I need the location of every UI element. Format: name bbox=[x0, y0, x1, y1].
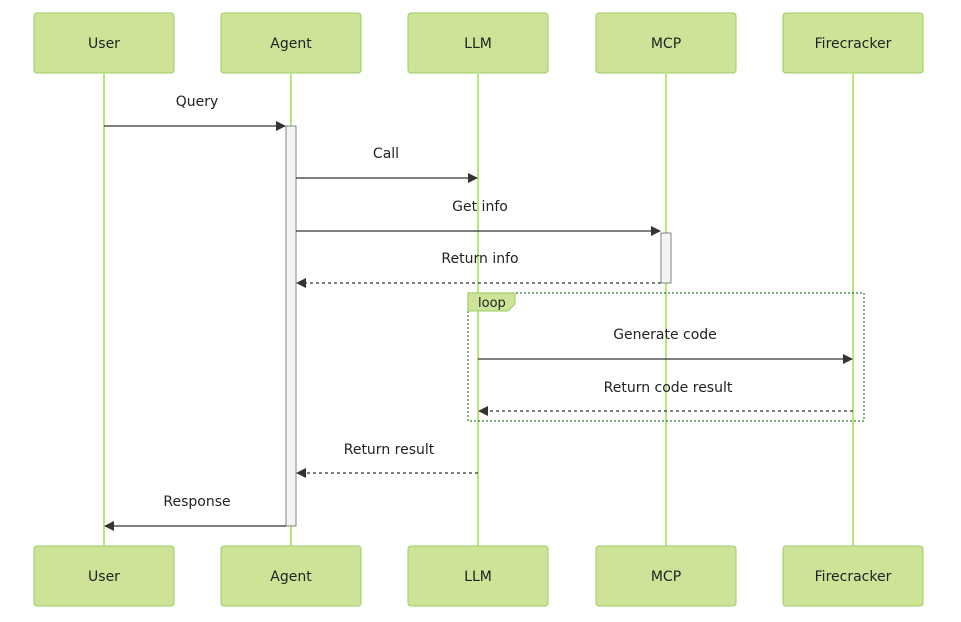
loop-frame: loop bbox=[467, 292, 865, 422]
message-return-result-label: Return result bbox=[344, 442, 435, 458]
actor-llm-top-label: LLM bbox=[464, 36, 492, 52]
message-return-result: Return result bbox=[296, 442, 478, 478]
actor-llm-bottom-label: LLM bbox=[464, 569, 492, 585]
actor-mcp-top-label: MCP bbox=[651, 36, 681, 52]
actors-bottom: User Agent LLM MCP Firecracker bbox=[33, 545, 924, 607]
message-return-code-result-label: Return code result bbox=[604, 380, 733, 396]
actor-agent-bottom-label: Agent bbox=[270, 569, 312, 585]
message-query-label: Query bbox=[176, 94, 219, 110]
message-call: Call bbox=[296, 146, 478, 183]
message-response-label: Response bbox=[163, 494, 230, 510]
mcp-activation-bar bbox=[660, 232, 672, 284]
message-query: Query bbox=[104, 94, 286, 131]
actor-firecracker-top-label: Firecracker bbox=[815, 36, 892, 52]
actor-agent-top-label: Agent bbox=[270, 36, 312, 52]
actors-top: User Agent LLM MCP Firecracker bbox=[33, 12, 924, 74]
message-return-info: Return info bbox=[296, 251, 661, 288]
actor-user-bottom-label: User bbox=[88, 569, 120, 585]
agent-activation-bar bbox=[285, 125, 297, 527]
message-response: Response bbox=[104, 494, 286, 531]
actor-firecracker-top: Firecracker bbox=[782, 12, 924, 74]
actor-mcp-bottom-label: MCP bbox=[651, 569, 681, 585]
actor-agent-top: Agent bbox=[220, 12, 362, 74]
loop-tag bbox=[467, 292, 516, 312]
message-return-code-result: Return code result bbox=[478, 380, 853, 416]
message-return-info-label: Return info bbox=[441, 251, 518, 267]
message-get-info-label: Get info bbox=[452, 199, 508, 215]
loop-label: loop bbox=[478, 296, 506, 311]
message-generate-code: Generate code bbox=[478, 327, 853, 364]
actor-llm-top: LLM bbox=[407, 12, 549, 74]
actor-mcp-bottom: MCP bbox=[595, 545, 737, 607]
messages: Query Call Get info Return info Generate… bbox=[104, 94, 853, 531]
actor-firecracker-bottom-label: Firecracker bbox=[815, 569, 892, 585]
actor-user-top-label: User bbox=[88, 36, 120, 52]
actor-firecracker-bottom: Firecracker bbox=[782, 545, 924, 607]
message-generate-code-label: Generate code bbox=[613, 327, 717, 343]
message-get-info: Get info bbox=[296, 199, 661, 236]
loop-box bbox=[467, 292, 865, 422]
actor-llm-bottom: LLM bbox=[407, 545, 549, 607]
actor-agent-bottom: Agent bbox=[220, 545, 362, 607]
actor-user-top: User bbox=[33, 12, 175, 74]
actor-mcp-top: MCP bbox=[595, 12, 737, 74]
message-call-label: Call bbox=[373, 146, 399, 162]
actor-user-bottom: User bbox=[33, 545, 175, 607]
